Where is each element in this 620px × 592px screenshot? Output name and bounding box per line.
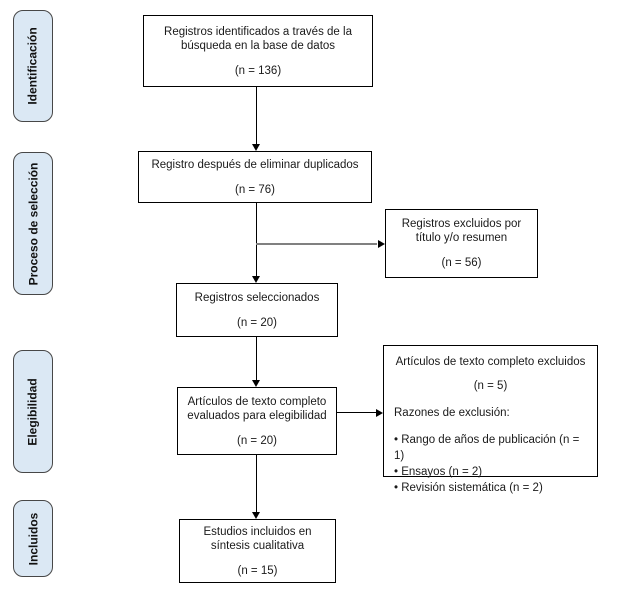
box-count: (n = 20) — [237, 434, 277, 447]
arrowhead-right-icon — [376, 409, 383, 417]
excluded-title: Artículos de texto completo excluidos — [395, 356, 586, 368]
box-text: Registros identificados a través de la b… — [164, 25, 352, 52]
box-records-screened: Registros seleccionados (n = 20) — [176, 283, 338, 337]
box-records-excluded: Registros excluidos por título y/o resum… — [385, 209, 538, 278]
box-text: Registro después de eliminar duplicados — [151, 158, 359, 171]
box-fulltext-excluded: Artículos de texto completo excluidos (n… — [383, 345, 598, 494]
arrow-fulltext-to-excluded — [337, 412, 376, 413]
arrow-duplicates-to-screened — [256, 203, 257, 276]
arrowhead-down-icon — [252, 512, 260, 519]
excluded-count: (n = 5) — [473, 380, 508, 392]
box-count: (n = 76) — [235, 183, 275, 196]
stage-label-text: Identificación — [26, 27, 40, 105]
arrowhead-down-icon — [252, 276, 260, 283]
box-count: (n = 56) — [441, 257, 482, 269]
box-count: (n = 136) — [234, 64, 282, 77]
reasons-list: • Rango de años de publicación (n = 1) •… — [394, 432, 587, 496]
reason-item: • Rango de años de publicación (n = 1) — [394, 434, 580, 462]
reason-item: • Revisión sistemática (n = 2) — [394, 482, 543, 494]
arrow-identified-to-duplicates — [256, 87, 257, 144]
stage-label-identification: Identificación — [13, 10, 53, 122]
arrow-screened-to-fulltext — [256, 337, 257, 380]
stage-label-text: Elegibilidad — [26, 377, 40, 446]
stage-label-eligibility: Elegibilidad — [13, 350, 53, 473]
reason-item: • Ensayos (n = 2) — [394, 466, 483, 478]
box-fulltext-assessed: Artículos de texto completo evaluados pa… — [177, 387, 337, 455]
stage-label-screening: Proceso de selección — [13, 152, 53, 295]
reasons-heading: Razones de exclusión: — [394, 407, 510, 419]
arrowhead-down-icon — [252, 380, 260, 387]
box-text: Estudios incluidos en síntesis cualitati… — [203, 525, 312, 552]
box-count: (n = 15) — [237, 564, 278, 577]
arrowhead-down-icon — [252, 144, 260, 151]
arrow-branch-to-excluded — [256, 243, 377, 245]
stage-label-text: Proceso de selección — [26, 162, 41, 285]
box-records-identified: Registros identificados a través de la b… — [143, 15, 373, 87]
box-studies-included: Estudios incluidos en síntesis cualitati… — [179, 519, 336, 583]
stage-label-text: Incluidos — [26, 512, 41, 565]
arrowhead-right-icon — [378, 240, 385, 248]
box-text: Artículos de texto completo evaluados pa… — [187, 395, 327, 422]
stage-label-included: Incluidos — [13, 500, 53, 577]
box-text: Registros seleccionados — [194, 291, 320, 304]
box-after-duplicates-removed: Registro después de eliminar duplicados … — [138, 151, 372, 203]
box-count: (n = 20) — [237, 316, 277, 329]
arrow-fulltext-to-included — [256, 455, 257, 512]
box-text: Registros excluidos por título y/o resum… — [401, 218, 522, 244]
